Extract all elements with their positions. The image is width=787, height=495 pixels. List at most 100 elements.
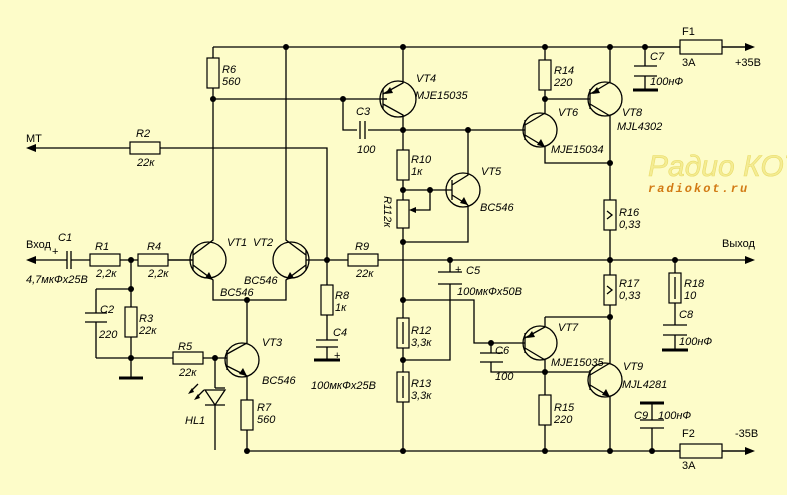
value-r18: 10: [684, 290, 697, 302]
label-vt8: VT8: [622, 107, 643, 119]
label-r17: R17: [619, 278, 640, 290]
capacitor-c7: [634, 65, 657, 77]
svg-text:+: +: [334, 350, 340, 362]
value-r3: 22к: [138, 325, 157, 337]
label-c4: C4: [333, 327, 347, 339]
label-r3: R3: [139, 313, 154, 325]
mt-terminal-label: МТ: [26, 133, 42, 145]
value-r1: 2,2к: [95, 268, 117, 280]
value-c9: 100нФ: [658, 410, 691, 422]
value-c7: 100нФ: [650, 76, 683, 88]
label-hl1: HL1: [185, 415, 205, 427]
label-r7: R7: [257, 402, 272, 414]
resistor-r10: [396, 149, 410, 181]
vplus-terminal-label: +35В: [735, 57, 761, 69]
value-r16: 0,33: [619, 219, 641, 231]
resistor-r14: [538, 59, 552, 91]
value-vt1: BC546: [220, 287, 255, 299]
label-r4: R4: [147, 241, 161, 253]
mt-terminal-arrow-icon: [26, 144, 36, 152]
value-r13: 3,3к: [411, 390, 432, 402]
transistor-vt7: [508, 325, 558, 362]
value-r8: 1к: [335, 302, 347, 314]
label-vt9: VT9: [623, 361, 643, 373]
value-c4: 100мкФх25В: [311, 380, 376, 392]
transistor-vt2: [272, 237, 310, 283]
watermark-title: Радио КОТ: [648, 150, 787, 183]
label-r6: R6: [222, 64, 237, 76]
r16-marker: [606, 210, 614, 220]
value-vt5: BC546: [480, 202, 515, 214]
resistor-r8: [320, 284, 334, 316]
value-f2: 3А: [682, 460, 696, 472]
capacitor-c6: [480, 352, 503, 363]
transistors: [168, 78, 623, 400]
label-r14: R14: [554, 65, 574, 77]
capacitor-c2: [85, 312, 107, 323]
wires: [35, 46, 745, 452]
label-f2: F2: [682, 428, 695, 440]
resistor-r1: [89, 253, 121, 267]
r17-marker: [606, 285, 614, 295]
component-labels: C1 + 4,7мкФх25В R1 2,2к R4 2,2к R2 22к C…: [26, 26, 712, 472]
label-c6: C6: [495, 345, 510, 357]
label-r8: R8: [335, 290, 350, 302]
value-r11: 2к: [381, 215, 393, 228]
capacitor-c4: +: [316, 339, 340, 362]
value-c3: 100: [357, 144, 376, 156]
label-r2: R2: [136, 128, 150, 140]
value-r17: 0,33: [619, 290, 641, 302]
capacitor-c9: [640, 419, 664, 429]
watermark-url: radiokot.ru: [648, 182, 749, 196]
value-vt3: BC546: [262, 375, 297, 387]
transistor-vt9: [587, 360, 623, 400]
label-c8: C8: [679, 309, 694, 321]
fuse-f1: [679, 39, 723, 55]
value-c1: 4,7мкФх25В: [26, 274, 88, 286]
label-c7: C7: [650, 51, 665, 63]
value-r15: 220: [553, 414, 573, 426]
transistor-vt5: [445, 165, 481, 208]
resistor-r16: [603, 199, 617, 231]
label-c3: C3: [356, 106, 371, 118]
label-vt5: VT5: [481, 166, 502, 178]
value-r5: 22к: [178, 367, 197, 379]
value-vt7: MJE15035: [551, 357, 604, 369]
transistor-vt3: [215, 340, 260, 378]
potentiometer-r11: [396, 199, 410, 229]
fuse-f2: [679, 443, 723, 459]
label-r10: R10: [411, 154, 432, 166]
capacitors: + +: [63, 65, 687, 429]
value-vt6: MJE15034: [551, 144, 604, 156]
resistor-r15: [538, 394, 552, 426]
label-r12: R12: [411, 325, 431, 337]
input-terminal-arrow-icon: [26, 256, 36, 264]
junction-dots: [128, 44, 678, 454]
led-hl1: [188, 383, 227, 407]
label-f1: F1: [682, 26, 695, 38]
resistors: [89, 39, 723, 459]
label-vt6: VT6: [558, 107, 579, 119]
label-vt4: VT4: [416, 73, 436, 85]
label-c9: C9: [634, 410, 648, 422]
label-c1-polarity: +: [52, 246, 58, 258]
resistor-r17: [603, 274, 617, 306]
svg-text:+: +: [455, 264, 461, 276]
label-r11: R11: [381, 196, 393, 215]
value-r10: 1к: [411, 166, 423, 178]
vminus-terminal-label: -35В: [735, 428, 758, 440]
label-r15: R15: [554, 402, 575, 414]
resistor-r4: [137, 253, 169, 267]
resistor-r9: [347, 253, 379, 267]
label-r16: R16: [619, 207, 640, 219]
output-terminal-label: Выход: [722, 238, 755, 250]
label-r1: R1: [95, 241, 109, 253]
capacitor-c5: +: [438, 264, 462, 285]
capacitor-c8: [663, 324, 687, 336]
value-c6: 100: [495, 371, 514, 383]
value-c8: 100нФ: [679, 336, 712, 348]
resistor-r5: [172, 351, 204, 365]
resistor-r6: [206, 57, 220, 89]
input-terminal-label: Вход: [26, 239, 51, 251]
